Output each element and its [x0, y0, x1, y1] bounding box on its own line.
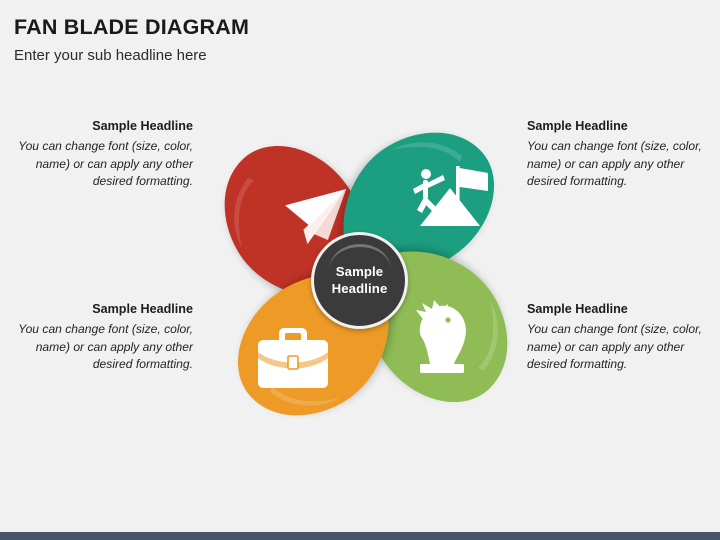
blade-headline-top-left: Sample Headline — [92, 119, 193, 133]
chess-knight-icon — [416, 300, 466, 373]
page-subtitle: Enter your sub headline here — [14, 46, 207, 64]
blade-body-bottom-left: You can change font (size, color, name) … — [18, 322, 193, 371]
blade-headline-bottom-left: Sample Headline — [92, 302, 193, 316]
briefcase-icon — [258, 328, 328, 388]
hub-arc-highlight — [328, 244, 391, 270]
fan-blade-diagram — [196, 104, 536, 444]
blade-headline-top-right: Sample Headline — [527, 119, 628, 133]
text-block-top-right: Sample Headline You can change font (siz… — [527, 118, 712, 190]
blade-top-right[interactable] — [343, 132, 495, 276]
blade-body-bottom-right: You can change font (size, color, name) … — [527, 322, 702, 371]
page-title: FAN BLADE DIAGRAM — [14, 15, 250, 39]
text-block-top-left: Sample Headline You can change font (siz… — [8, 118, 193, 190]
center-hub[interactable]: Sample Headline — [311, 232, 408, 329]
center-hub-line-2: Headline — [331, 280, 388, 296]
blade-body-top-right: You can change font (size, color, name) … — [527, 139, 702, 188]
paper-plane-icon — [285, 189, 347, 245]
mountain-flag-icon — [413, 166, 488, 226]
blade-body-top-left: You can change font (size, color, name) … — [18, 139, 193, 188]
blade-headline-bottom-right: Sample Headline — [527, 302, 628, 316]
blade-bottom-left[interactable] — [237, 272, 389, 416]
blade-top-left[interactable] — [224, 145, 368, 297]
footer-accent-bar — [0, 532, 720, 540]
blade-bottom-right[interactable] — [364, 251, 508, 403]
text-block-bottom-left: Sample Headline You can change font (siz… — [8, 301, 193, 373]
header: FAN BLADE DIAGRAM Enter your sub headlin… — [14, 14, 704, 66]
text-block-bottom-right: Sample Headline You can change font (siz… — [527, 301, 712, 373]
